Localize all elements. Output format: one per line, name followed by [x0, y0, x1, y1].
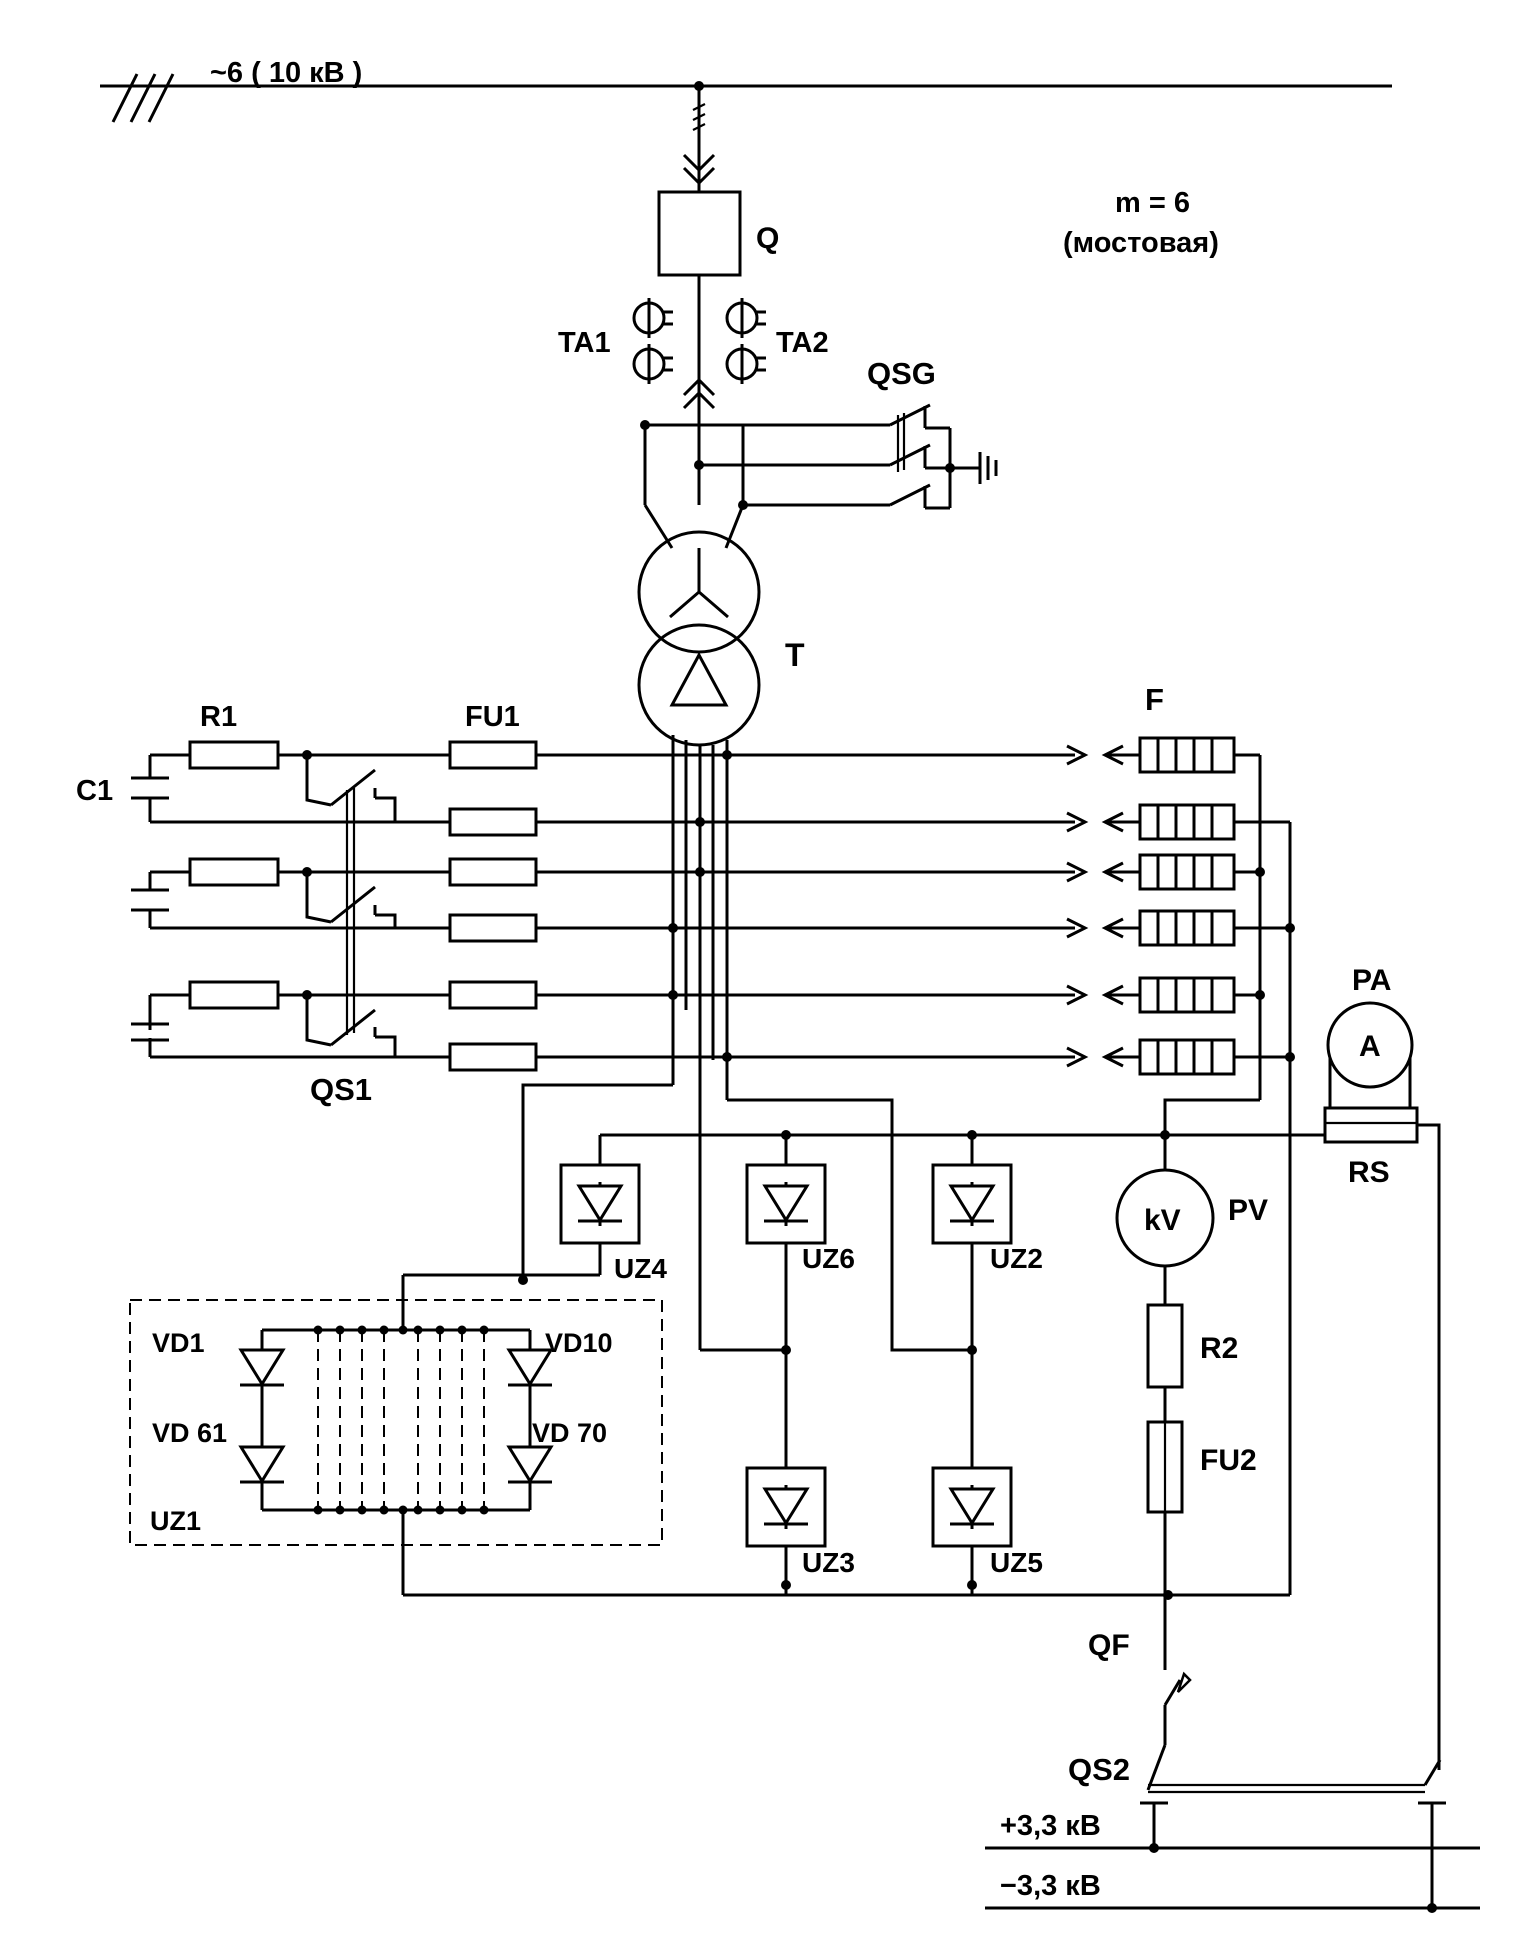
breaker-Q: Q [657, 81, 779, 505]
label-kV: kV [1144, 1204, 1181, 1237]
label-VD1: VD1 [152, 1328, 205, 1358]
current-transformer-TA2: TA2 [725, 296, 829, 386]
transformer-secondary-leads [671, 735, 729, 1350]
label-UZ6: UZ6 [802, 1243, 855, 1274]
label-F: F [1145, 682, 1164, 717]
label-PV: PV [1228, 1194, 1268, 1227]
label-bridge: (мостовая) [1063, 227, 1219, 259]
label-UZ5: UZ5 [990, 1547, 1043, 1578]
hv-bus-label: ~6 ( 10 кВ ) [210, 57, 362, 89]
label-VD61: VD 61 [152, 1418, 227, 1448]
fuses-FU1 [448, 740, 538, 1072]
rectifier-module-UZ1: VD1 VD10 VD 61 VD 70 UZ1 [129, 1275, 663, 1595]
label-VD70: VD 70 [532, 1418, 607, 1448]
label-VD10: VD10 [545, 1328, 613, 1358]
label-QF: QF [1088, 1629, 1130, 1662]
label-PA: PA [1352, 964, 1391, 997]
rc-snubbers: R1 C1 [76, 701, 280, 1057]
grounding-switch-QSG: QSG [640, 356, 998, 549]
label-QS1: QS1 [310, 1072, 372, 1107]
label-A: A [1359, 1030, 1381, 1063]
label-UZ3: UZ3 [802, 1547, 855, 1578]
label-m: m = 6 [1115, 187, 1190, 219]
label-FU1: FU1 [465, 701, 520, 733]
label-R1: R1 [200, 701, 237, 733]
label-FU2: FU2 [1200, 1444, 1257, 1477]
transformer-T: T [637, 530, 805, 747]
disconnector-QS1: QS1 [302, 750, 397, 1107]
label-UZ1: UZ1 [150, 1506, 201, 1536]
label-UZ4: UZ4 [614, 1253, 667, 1284]
measuring-circuit: kV PV R2 FU2 QF QS2 A PA RS +3,3 кВ −3,3… [985, 964, 1480, 1913]
label-T: T [785, 637, 805, 673]
hv-bus: ~6 ( 10 кВ ) [100, 57, 1392, 123]
label-neg-bus: −3,3 кВ [1000, 1870, 1101, 1902]
surge-arrester-F: F [1105, 682, 1295, 1578]
label-UZ2: UZ2 [990, 1243, 1043, 1274]
label-R2: R2 [1200, 1332, 1238, 1365]
label-C1: C1 [76, 775, 113, 807]
phase-lines: FU1 [150, 701, 1125, 1072]
label-TA1: TA1 [558, 327, 611, 359]
label-RS: RS [1348, 1156, 1390, 1189]
label-QSG: QSG [867, 356, 936, 391]
label-Q: Q [756, 222, 779, 255]
label-QS2: QS2 [1068, 1752, 1130, 1787]
label-TA2: TA2 [776, 327, 829, 359]
current-transformer-TA1: TA1 [558, 296, 675, 386]
rectifier-bridges: UZ4 UZ6 UZ2 UZ3 UZ5 [403, 1083, 1325, 1600]
label-pos-bus: +3,3 кВ [1000, 1810, 1101, 1842]
